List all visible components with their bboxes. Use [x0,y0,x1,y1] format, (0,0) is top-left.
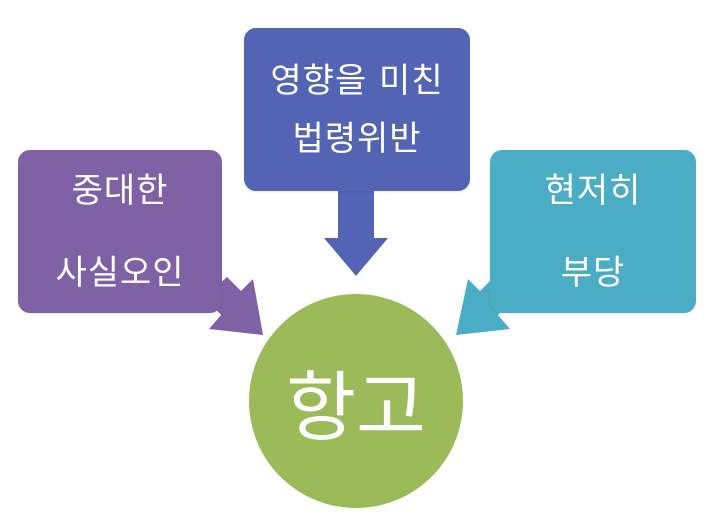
box-left-line-1: 중대한 [71,170,169,211]
box-left-line-2: 사실오인 [55,252,185,293]
arrow-top-down [324,188,388,276]
box-left: 중대한 사실오인 [18,150,222,313]
box-top-line-1: 영향을 미친 [270,60,444,101]
center-circle: 항고 [249,294,463,508]
arrow-top-shape [324,188,388,276]
box-right: 현저히 부당 [490,150,696,313]
box-top-line-2: 법령위반 [292,118,422,159]
box-top: 영향을 미친 법령위반 [244,28,470,191]
center-label: 항고 [286,363,426,452]
box-right-line-2: 부당 [560,252,626,293]
box-right-line-1: 현저히 [544,170,642,211]
